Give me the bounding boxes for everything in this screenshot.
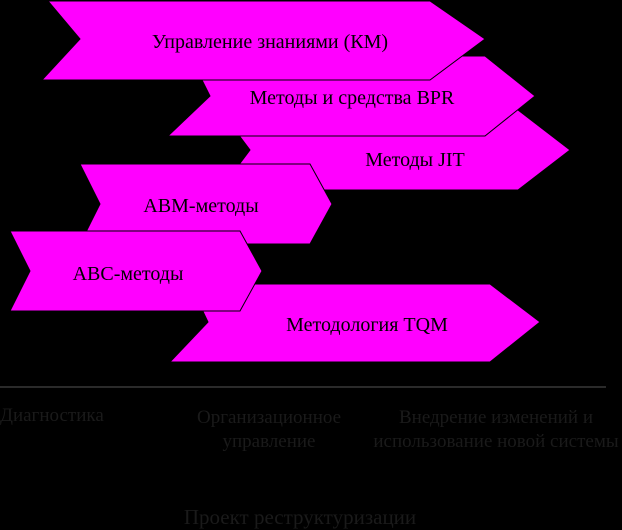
arrow-abm-label: ABM-методы [143, 195, 258, 217]
project-title: Проект реструктуризации [183, 505, 417, 529]
phase-diagnostics: Диагностика [0, 405, 104, 426]
arrow-tqm-label: Методология TQM [286, 314, 448, 336]
arrow-tqm: Методология TQM [168, 283, 541, 363]
phase-implementation: Внедрение изменений и использование ново… [373, 407, 619, 452]
arrow-km-label: Управление знаниями (КМ) [152, 31, 388, 53]
arrow-jit-label: Методы JIT [365, 149, 465, 171]
phase-organizational: Организационное управление [196, 407, 342, 452]
arrow-abc: ABC-методы [9, 230, 263, 312]
arrow-bpr-label: Методы и средства BPR [250, 87, 455, 109]
arrow-abc-label: ABC-методы [73, 263, 184, 285]
arrow-km: Управление знаниями (КМ) [40, 0, 486, 81]
arrow-abm: ABM-методы [79, 163, 333, 245]
